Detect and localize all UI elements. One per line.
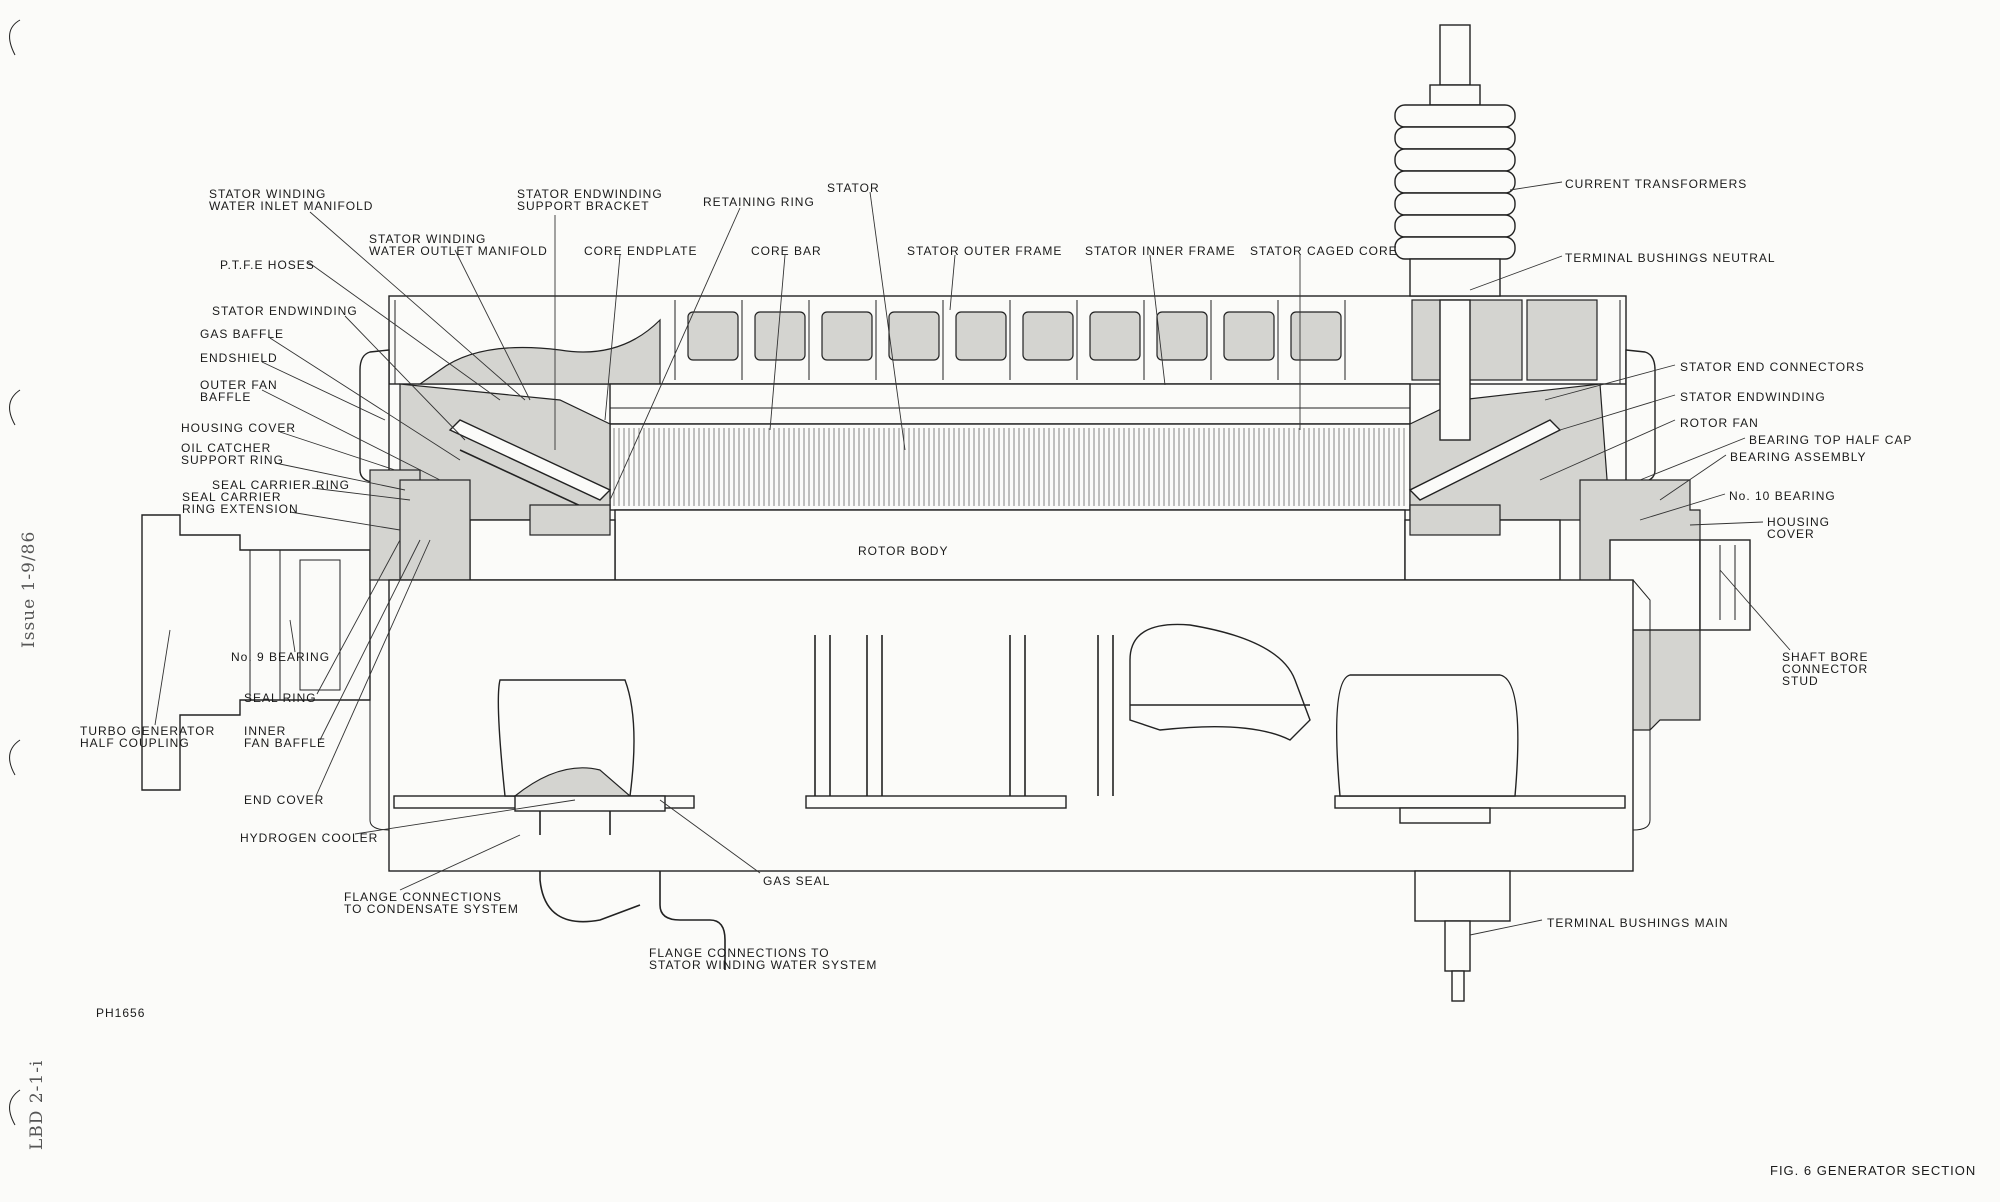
label-gas-seal: GAS SEAL bbox=[763, 874, 830, 888]
label-oil-catcher-2: SUPPORT RING bbox=[181, 453, 284, 467]
label-stator-outer-frame: STATOR OUTER FRAME bbox=[907, 244, 1062, 258]
labels-left: P.T.F.E HOSES STATOR ENDWINDING GAS BAFF… bbox=[80, 258, 877, 972]
label-flange-condensate: FLANGE CONNECTIONS bbox=[344, 890, 502, 904]
doc-ref: LBD 2-1-i bbox=[27, 1060, 47, 1150]
label-endshield: ENDSHIELD bbox=[200, 351, 278, 365]
label-stator-endwinding-right: STATOR ENDWINDING bbox=[1680, 390, 1826, 404]
label-seal-carrier-ring: SEAL CARRIER RING bbox=[212, 478, 350, 492]
label-oil-catcher: OIL CATCHER bbox=[181, 441, 271, 455]
label-retaining-ring: RETAINING RING bbox=[703, 195, 815, 209]
stator-core bbox=[609, 423, 1411, 511]
label-inlet-manifold-2: WATER INLET MANIFOLD bbox=[209, 199, 373, 213]
label-bearing-top-half-cap: BEARING TOP HALF CAP bbox=[1749, 433, 1912, 447]
frame-windows bbox=[687, 311, 1342, 361]
hydrogen-cooler bbox=[497, 679, 635, 797]
label-flange-water-2: STATOR WINDING WATER SYSTEM bbox=[649, 958, 877, 972]
label-half-coupling-2: HALF COUPLING bbox=[80, 736, 190, 750]
label-rotor-body: ROTOR BODY bbox=[858, 544, 948, 558]
label-flange-water: FLANGE CONNECTIONS TO bbox=[649, 946, 830, 960]
label-no10-bearing: No. 10 BEARING bbox=[1729, 489, 1836, 503]
generator-drawing bbox=[141, 24, 1751, 1002]
label-hydrogen-cooler: HYDROGEN COOLER bbox=[240, 831, 378, 845]
label-core-endplate: CORE ENDPLATE bbox=[584, 244, 697, 258]
label-stator-endwinding-left: STATOR ENDWINDING bbox=[212, 304, 358, 318]
leader-lines bbox=[154, 181, 1791, 936]
label-housing-cover-left: HOUSING COVER bbox=[181, 421, 296, 435]
water-pipes bbox=[539, 871, 726, 970]
label-outlet-manifold: STATOR WINDING bbox=[369, 232, 486, 246]
label-rotor-fan: ROTOR FAN bbox=[1680, 416, 1759, 430]
label-bearing-assembly: BEARING ASSEMBLY bbox=[1730, 450, 1867, 464]
label-no9-bearing: No. 9 BEARING bbox=[231, 650, 330, 664]
label-flange-condensate-2: TO CONDENSATE SYSTEM bbox=[344, 902, 519, 916]
label-ptfe-hoses: P.T.F.E HOSES bbox=[220, 258, 315, 272]
label-inner-fan-baffle: INNER bbox=[244, 724, 286, 738]
label-terminal-bushings-neutral: TERMINAL BUSHINGS NEUTRAL bbox=[1565, 251, 1776, 265]
label-stator-inner-frame: STATOR INNER FRAME bbox=[1085, 244, 1236, 258]
labels-right: CURRENT TRANSFORMERS TERMINAL BUSHINGS N… bbox=[1547, 177, 1912, 930]
label-stator-end-connectors: STATOR END CONNECTORS bbox=[1680, 360, 1865, 374]
issue-stamp: Issue 1-9/86 bbox=[19, 531, 39, 648]
label-support-bracket: STATOR ENDWINDING bbox=[517, 187, 663, 201]
label-outer-fan-baffle-2: BAFFLE bbox=[200, 390, 251, 404]
label-stator: STATOR bbox=[827, 181, 880, 195]
current-transformers bbox=[1394, 24, 1516, 441]
label-seal-carrier-ext: SEAL CARRIER bbox=[182, 490, 282, 504]
label-shaft-bore-2: CONNECTOR bbox=[1782, 662, 1868, 676]
label-inner-fan-baffle-2: FAN BAFFLE bbox=[244, 736, 326, 750]
drawing-ref: PH1656 bbox=[96, 1006, 145, 1020]
label-stator-caged-core: STATOR CAGED CORE bbox=[1250, 244, 1398, 258]
label-housing-cover-right-2: COVER bbox=[1767, 527, 1815, 541]
figure-title: FIG. 6 GENERATOR SECTION bbox=[1770, 1163, 1976, 1178]
label-shaft-bore-3: STUD bbox=[1782, 674, 1819, 688]
label-inlet-manifold: STATOR WINDING bbox=[209, 187, 326, 201]
label-outlet-manifold-2: WATER OUTLET MANIFOLD bbox=[369, 244, 548, 258]
label-half-coupling: TURBO GENERATOR bbox=[80, 724, 215, 738]
label-seal-carrier-ext-2: RING EXTENSION bbox=[182, 502, 299, 516]
label-support-bracket-2: SUPPORT BRACKET bbox=[517, 199, 650, 213]
labels-top: STATOR WINDING WATER INLET MANIFOLD STAT… bbox=[209, 181, 1398, 258]
label-housing-cover-right: HOUSING bbox=[1767, 515, 1830, 529]
label-terminal-bushings-main: TERMINAL BUSHINGS MAIN bbox=[1547, 916, 1729, 930]
label-seal-ring: SEAL RING bbox=[244, 691, 317, 705]
rotor-body bbox=[614, 509, 1406, 581]
label-shaft-bore: SHAFT BORE bbox=[1782, 650, 1868, 664]
label-core-bar: CORE BAR bbox=[751, 244, 822, 258]
label-gas-baffle: GAS BAFFLE bbox=[200, 327, 284, 341]
label-end-cover: END COVER bbox=[244, 793, 324, 807]
label-outer-fan-baffle: OUTER FAN bbox=[200, 378, 278, 392]
binder-holes bbox=[9, 19, 21, 1126]
label-current-transformers: CURRENT TRANSFORMERS bbox=[1565, 177, 1747, 191]
